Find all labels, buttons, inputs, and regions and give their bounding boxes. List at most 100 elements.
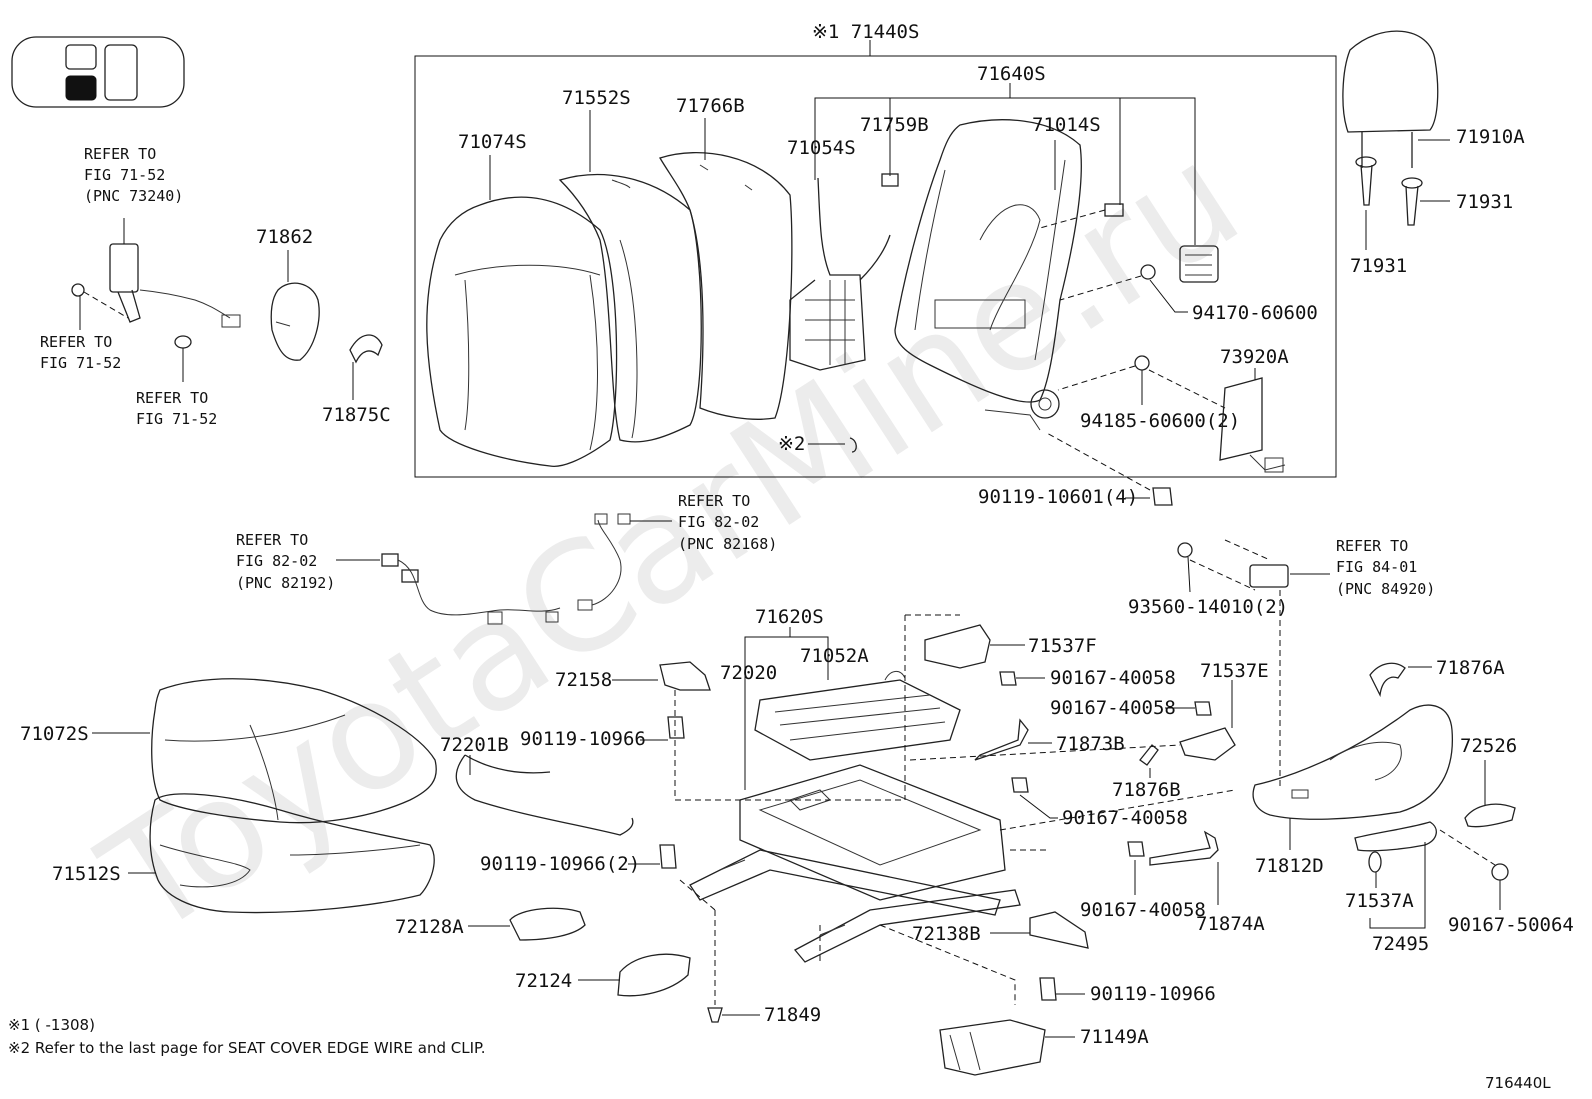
part-label-71537E[interactable]: 71537E [1200, 660, 1269, 682]
part-label-71874A[interactable]: 71874A [1196, 913, 1265, 935]
headrest-guide-71931-left [1355, 156, 1377, 250]
clip-71759B [881, 140, 899, 187]
screw-90167-b [1165, 701, 1212, 716]
seat-cushion-pad-71512S [149, 793, 435, 914]
diagram-id: 716440L [1485, 1074, 1551, 1092]
edge-wire-mark[interactable]: ※2 [778, 433, 805, 455]
part-label-93560-14010[interactable]: 93560-14010(2) [1128, 596, 1288, 618]
svg-text:FIG 71-52: FIG 71-52 [136, 410, 217, 428]
part-label-73920A[interactable]: 73920A [1220, 346, 1289, 368]
part-label-90167-40058-d[interactable]: 90167-40058 [1080, 899, 1206, 921]
svg-text:(PNC 84920): (PNC 84920) [1336, 580, 1435, 598]
link-71874A [1149, 830, 1219, 905]
reference-fig-71-52-b[interactable]: REFER TO FIG 71-52 [136, 389, 217, 428]
reference-fig-71-52-a[interactable]: REFER TO FIG 71-52 [40, 333, 121, 372]
reference-fig-84-01-pnc-84920[interactable]: REFER TO FIG 84-01 (PNC 84920) [1336, 537, 1435, 598]
part-label-71537F[interactable]: 71537F [1028, 635, 1097, 657]
screw-90167-c [1011, 777, 1058, 819]
part-label-71759B[interactable]: 71759B [860, 114, 929, 136]
reference-fig-71-52-pnc-73240[interactable]: REFER TO FIG 71-52 (PNC 73240) [84, 145, 183, 205]
part-label-72020[interactable]: 72020 [720, 662, 777, 684]
part-label-90167-50064[interactable]: 90167-50064 [1448, 914, 1574, 936]
part-label-71875C[interactable]: 71875C [322, 404, 391, 426]
part-label-71552S[interactable]: 71552S [562, 87, 631, 109]
part-label-72124[interactable]: 72124 [515, 970, 572, 992]
part-label-72128A[interactable]: 72128A [395, 916, 464, 938]
seatback-pad-71552S [558, 173, 702, 443]
clip-71876B [1139, 744, 1159, 778]
part-label-90119-10966-upper[interactable]: 90119-10966 [520, 728, 646, 750]
part-label-72526[interactable]: 72526 [1460, 735, 1517, 757]
part-label-71812D[interactable]: 71812D [1255, 855, 1324, 877]
part-label-72138B[interactable]: 72138B [912, 923, 981, 945]
svg-text:REFER TO: REFER TO [84, 145, 156, 163]
part-label-94185-60600[interactable]: 94185-60600(2) [1080, 410, 1240, 432]
reference-fig-82-02-pnc-82168[interactable]: REFER TO FIG 82-02 (PNC 82168) [678, 492, 777, 553]
svg-text:FIG 71-52: FIG 71-52 [84, 166, 165, 184]
part-label-71074S[interactable]: 71074S [458, 131, 527, 153]
back-board-71766B [659, 152, 793, 420]
part-label-71640S[interactable]: 71640S [977, 63, 1046, 85]
screw-90167-50064 [1439, 829, 1509, 910]
part-label-71149A[interactable]: 71149A [1080, 1026, 1149, 1048]
part-label-71072S[interactable]: 71072S [20, 723, 89, 745]
part-label-72495[interactable]: 72495 [1372, 933, 1429, 955]
svg-text:REFER TO: REFER TO [678, 492, 750, 510]
side-shield-71812D [1252, 704, 1454, 850]
part-label-90167-40058-c[interactable]: 90167-40058 [1062, 807, 1188, 829]
knob-72526 [1464, 760, 1516, 828]
lumbar-knob [1179, 245, 1219, 283]
nut-94170 [1059, 264, 1188, 313]
headrest-71910A [1342, 30, 1450, 168]
part-label-90119-10601[interactable]: 90119-10601(4) [978, 486, 1138, 508]
seat-wire-harness [336, 513, 672, 625]
reference-fig-82-02-pnc-82192[interactable]: REFER TO FIG 82-02 (PNC 82192) [236, 531, 335, 592]
part-label-71876A[interactable]: 71876A [1436, 657, 1505, 679]
part-label-71054S[interactable]: 71054S [787, 137, 856, 159]
part-label-71766B[interactable]: 71766B [676, 95, 745, 117]
trim-71875C [349, 334, 383, 400]
part-label-71620S[interactable]: 71620S [755, 606, 824, 628]
part-label-71537A[interactable]: 71537A [1345, 890, 1414, 912]
part-label-90167-40058-a[interactable]: 90167-40058 [1050, 667, 1176, 689]
bolt-90119-10601 [1044, 431, 1173, 506]
part-label-71849[interactable]: 71849 [764, 1004, 821, 1026]
note-2: ※2 Refer to the last page for SEAT COVER… [8, 1039, 485, 1057]
part-label-71014S[interactable]: 71014S [1032, 114, 1101, 136]
bracket-72158 [612, 661, 711, 691]
bolt-90119-10966-lower [1039, 977, 1085, 1001]
cushion-spring-71052A [754, 671, 961, 761]
svg-text:REFER TO: REFER TO [40, 333, 112, 351]
trim-71862 [270, 250, 320, 361]
part-label-71440S[interactable]: ※1 71440S [812, 21, 919, 43]
headrest-guide-71931-right [1401, 177, 1450, 226]
bracket-71873B [974, 718, 1052, 761]
bolt-90119-10966-upper [640, 716, 685, 741]
seat-cushion-cover-71072S [151, 678, 437, 824]
part-label-71512S[interactable]: 71512S [52, 863, 121, 885]
part-label-71862[interactable]: 71862 [256, 226, 313, 248]
seatback-frame-71014S [894, 119, 1082, 431]
part-label-94170-60600[interactable]: 94170-60600 [1192, 302, 1318, 324]
svg-text:(PNC 73240): (PNC 73240) [84, 187, 183, 205]
nut-94185 [1057, 355, 1226, 409]
svg-text:REFER TO: REFER TO [236, 531, 308, 549]
part-label-90119-10966-lower[interactable]: 90119-10966 [1090, 983, 1216, 1005]
part-label-71052A[interactable]: 71052A [800, 645, 869, 667]
spring-71054S [789, 177, 891, 371]
part-label-71931-left[interactable]: 71931 [1350, 255, 1407, 277]
screw-90167-d [1127, 841, 1145, 895]
part-label-90167-40058-b[interactable]: 90167-40058 [1050, 697, 1176, 719]
part-label-90119-10966-2[interactable]: 90119-10966(2) [480, 853, 640, 875]
part-label-71931-right[interactable]: 71931 [1456, 191, 1513, 213]
part-label-71873B[interactable]: 71873B [1056, 733, 1125, 755]
svg-text:FIG 82-02: FIG 82-02 [236, 552, 317, 570]
cover-71149A [939, 1019, 1075, 1076]
part-label-72158[interactable]: 72158 [555, 669, 612, 691]
part-label-71876B[interactable]: 71876B [1112, 779, 1181, 801]
part-label-72201B[interactable]: 72201B [440, 734, 509, 756]
bracket-72138B [990, 911, 1089, 949]
part-label-71910A[interactable]: 71910A [1456, 126, 1525, 148]
